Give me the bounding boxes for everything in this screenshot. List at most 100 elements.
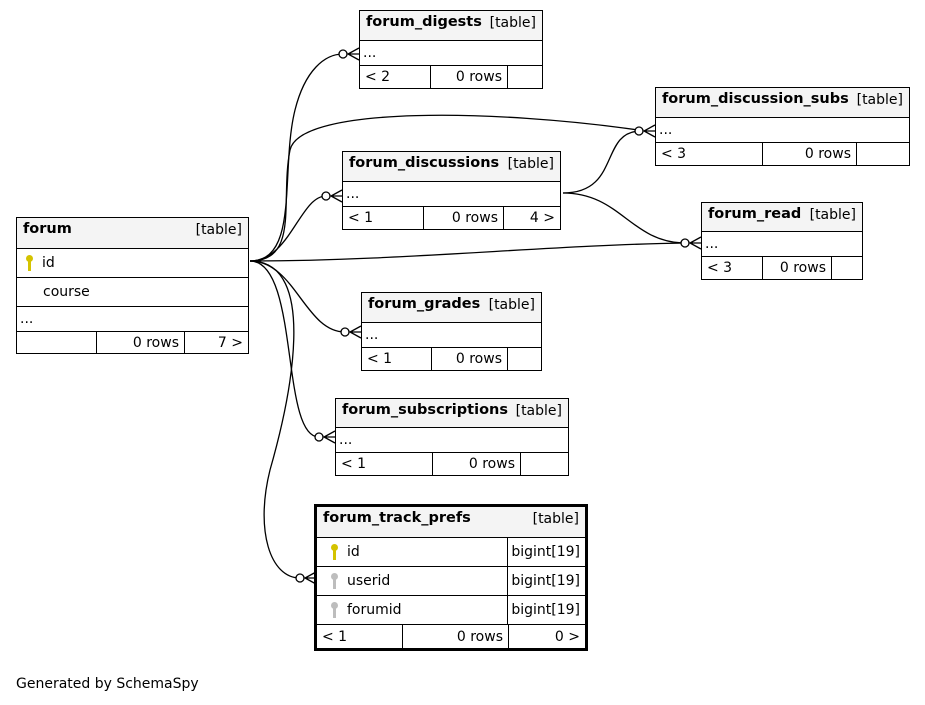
table-header: forum_discussion_subs [table] xyxy=(656,88,909,117)
edge-end-grades xyxy=(340,327,350,337)
column-row: course xyxy=(17,277,248,306)
column-name: id xyxy=(42,255,55,271)
more-columns: ... xyxy=(336,427,568,452)
table-name: forum_track_prefs xyxy=(323,510,471,526)
edge-end-read xyxy=(680,238,690,248)
crowfoot-digests xyxy=(346,47,360,61)
column-row: id xyxy=(17,248,248,277)
crowfoot-discussion-subs xyxy=(642,124,656,138)
more-text: ... xyxy=(20,311,34,327)
row-count: 0 rows xyxy=(762,143,856,165)
table-name: forum_discussions xyxy=(349,155,500,171)
column-row-forumid: forumid bigint[19] xyxy=(317,595,585,624)
more-text: ... xyxy=(705,236,719,252)
edge-forum-digests xyxy=(249,53,344,262)
column-row-id: id bigint[19] xyxy=(317,537,585,566)
edge-forum-grades xyxy=(249,260,346,333)
table-forum-digests[interactable]: forum_digests [table] ... < 2 0 rows xyxy=(359,10,543,89)
parents-count[interactable]: < 1 xyxy=(341,456,367,472)
parents-count[interactable]: < 3 xyxy=(661,146,687,162)
children-count xyxy=(856,143,909,165)
children-count[interactable]: 7 > xyxy=(184,332,248,353)
table-header: forum_digests [table] xyxy=(360,11,542,40)
stats-row: 0 rows 7 > xyxy=(17,331,248,353)
table-type: [table] xyxy=(809,207,856,223)
table-type: [table] xyxy=(507,156,554,172)
stats-row: < 1 0 rows 0 > xyxy=(317,624,585,648)
edge-forum-discussion-subs xyxy=(249,114,639,262)
children-count[interactable]: 0 > xyxy=(508,625,585,648)
table-forum-grades[interactable]: forum_grades [table] ... < 1 0 rows xyxy=(361,292,542,371)
crowfoot-read xyxy=(688,236,702,250)
edge-forum-track-prefs xyxy=(249,260,301,579)
table-forum-discussion-subs[interactable]: forum_discussion_subs [table] ... < 3 0 … xyxy=(655,87,910,166)
table-name: forum_read xyxy=(708,206,802,222)
row-count: 0 rows xyxy=(762,257,831,279)
pk-key-icon xyxy=(330,544,339,560)
table-type: [table] xyxy=(488,297,535,313)
column-name: userid xyxy=(347,573,391,589)
stats-row: < 3 0 rows xyxy=(656,142,909,165)
row-count: 0 rows xyxy=(423,207,503,229)
more-columns: ... xyxy=(656,117,909,142)
children-count xyxy=(507,66,542,88)
table-type: [table] xyxy=(489,15,536,31)
column-name-cell: id xyxy=(317,538,507,566)
table-header: forum_grades [table] xyxy=(362,293,541,322)
column-name-cell: forumid xyxy=(317,596,507,624)
generated-by-footer: Generated by SchemaSpy xyxy=(16,676,199,692)
column-row-userid: userid bigint[19] xyxy=(317,566,585,595)
table-header: forum_subscriptions [table] xyxy=(336,399,568,427)
edge-discussions-read xyxy=(562,192,684,244)
stats-row: < 3 0 rows xyxy=(702,256,862,279)
more-text: ... xyxy=(339,432,353,448)
edge-end-track-prefs xyxy=(295,573,305,583)
children-count xyxy=(520,453,568,475)
fk-key-icon xyxy=(330,573,339,589)
column-type: bigint[19] xyxy=(507,538,585,566)
stats-row: < 2 0 rows xyxy=(360,65,542,88)
edge-forum-subscriptions xyxy=(249,260,320,438)
more-text: ... xyxy=(346,186,360,202)
children-count[interactable]: 4 > xyxy=(503,207,560,229)
stats-row: < 1 0 rows xyxy=(336,452,568,475)
parents-count[interactable]: < 2 xyxy=(365,69,391,85)
table-forum-read[interactable]: forum_read [table] ... < 3 0 rows xyxy=(701,202,863,280)
edge-forum-discussions xyxy=(249,195,327,262)
table-name: forum_grades xyxy=(368,296,481,312)
column-name: course xyxy=(43,284,90,300)
column-name: forumid xyxy=(347,602,402,618)
parents-count xyxy=(17,332,96,353)
more-text: ... xyxy=(363,45,377,61)
table-forum-subscriptions[interactable]: forum_subscriptions [table] ... < 1 0 ro… xyxy=(335,398,569,476)
children-count xyxy=(831,257,862,279)
parents-count[interactable]: < 1 xyxy=(348,210,374,226)
column-name: id xyxy=(347,544,360,560)
table-header: forum_read [table] xyxy=(702,203,862,231)
table-header: forum_track_prefs [table] xyxy=(317,507,585,537)
table-forum-track-prefs[interactable]: forum_track_prefs [table] id bigint[19] … xyxy=(314,504,588,651)
table-forum[interactable]: forum [table] id course ... 0 rows 7 > xyxy=(16,217,249,354)
edge-end-digests xyxy=(338,49,348,59)
table-name: forum xyxy=(23,221,72,237)
crowfoot-discussions xyxy=(329,189,343,203)
more-columns: ... xyxy=(17,306,248,331)
table-forum-discussions[interactable]: forum_discussions [table] ... < 1 0 rows… xyxy=(342,151,561,230)
parents-count[interactable]: < 1 xyxy=(322,628,348,645)
crowfoot-grades xyxy=(348,325,362,339)
table-type: [table] xyxy=(532,511,579,527)
parents-count[interactable]: < 1 xyxy=(367,351,393,367)
edge-forum-read xyxy=(249,242,686,262)
column-type: bigint[19] xyxy=(507,567,585,595)
table-name: forum_discussion_subs xyxy=(662,91,849,107)
row-count: 0 rows xyxy=(402,625,508,648)
table-type: [table] xyxy=(195,222,242,238)
row-count: 0 rows xyxy=(432,453,520,475)
stats-row: < 1 0 rows 4 > xyxy=(343,206,560,229)
parents-count[interactable]: < 3 xyxy=(707,260,733,276)
column-type: bigint[19] xyxy=(507,596,585,624)
children-count xyxy=(507,348,541,370)
more-text: ... xyxy=(365,327,379,343)
more-columns: ... xyxy=(702,231,862,256)
